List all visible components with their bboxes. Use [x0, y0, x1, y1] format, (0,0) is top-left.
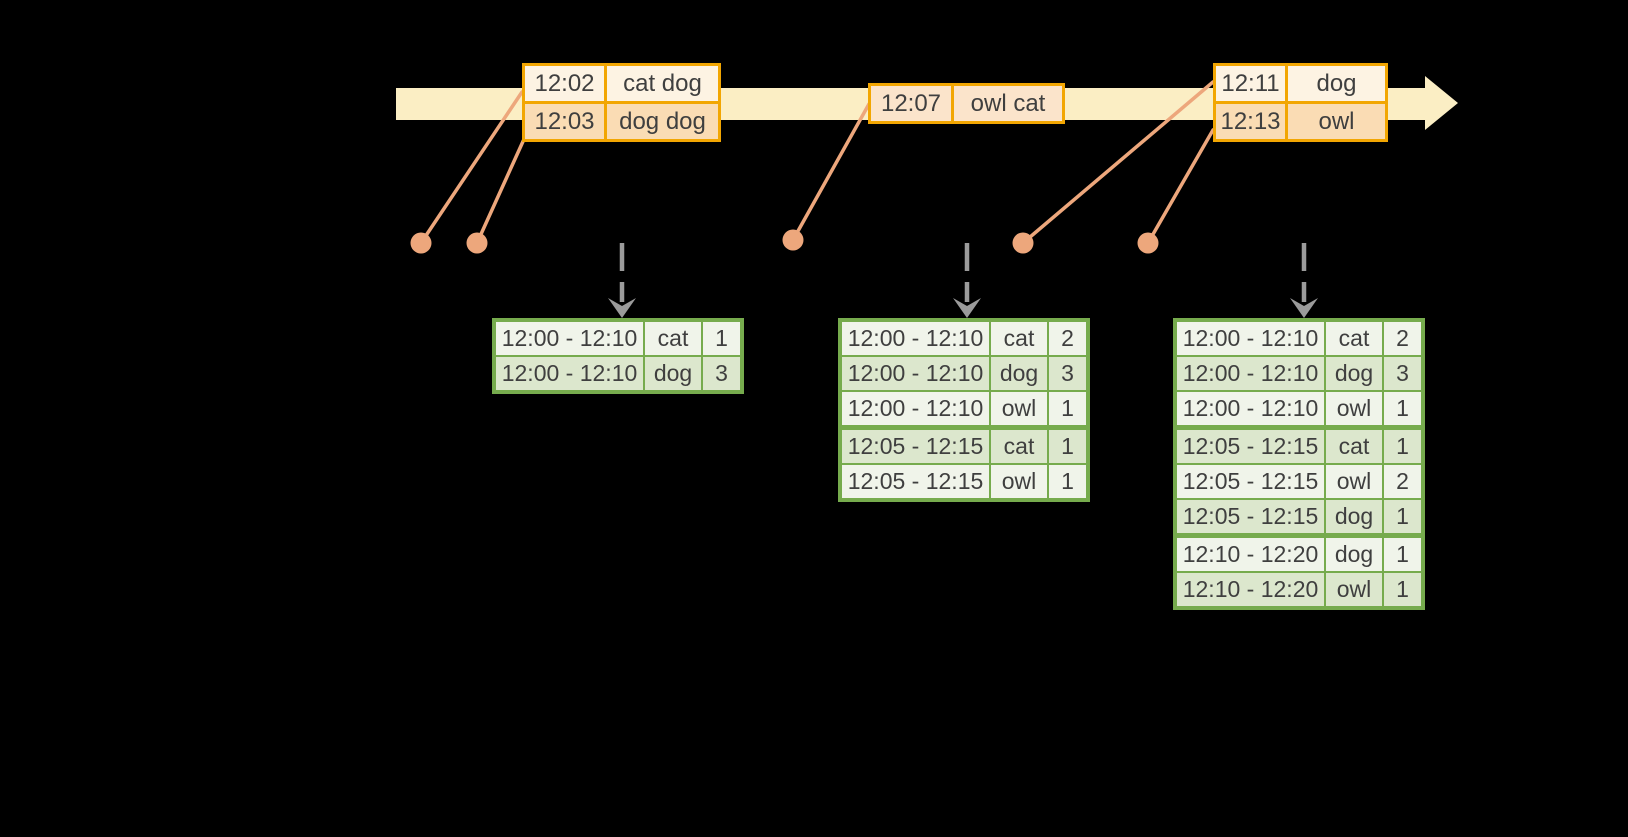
event-connector-line: [1021, 80, 1215, 245]
window-cell: 12:00 - 12:10: [1174, 355, 1326, 392]
time-cell: 12:02: [522, 63, 607, 104]
window-cell: 12:00 - 12:10: [493, 355, 645, 393]
event-connector-line: [419, 90, 524, 245]
word-cell: dog: [1324, 498, 1384, 537]
trigger-arrow-lines: [619, 243, 1307, 302]
word-cell: dog: [1324, 533, 1384, 573]
count-cell: 1: [1382, 390, 1424, 429]
word-cell: owl: [1324, 463, 1384, 500]
window-cell: 12:00 - 12:10: [839, 319, 991, 357]
words-cell: owl: [1285, 101, 1388, 142]
time-cell: 12:03: [522, 101, 607, 142]
event-dot-icon: [782, 229, 804, 251]
event-time-dots: [410, 229, 1159, 254]
down-arrow-icon: [608, 298, 636, 318]
count-cell: 2: [1382, 463, 1424, 500]
word-cell: owl: [989, 390, 1049, 429]
event-connector-line: [791, 102, 871, 242]
word-cell: owl: [1324, 390, 1384, 429]
count-cell: 3: [1047, 355, 1089, 392]
window-cell: 12:00 - 12:10: [1174, 319, 1326, 357]
window-cell: 12:05 - 12:15: [839, 425, 991, 465]
down-arrow-icon: [953, 298, 981, 318]
trigger-arrow-heads: [608, 298, 1318, 318]
window-cell: 12:00 - 12:10: [839, 355, 991, 392]
timeline-arrow-icon: [1425, 76, 1458, 130]
window-cell: 12:00 - 12:10: [1174, 390, 1326, 429]
window-cell: 12:05 - 12:15: [1174, 463, 1326, 500]
window-cell: 12:05 - 12:15: [839, 463, 991, 501]
count-cell: 1: [1382, 498, 1424, 537]
event-dot-icon: [410, 232, 432, 254]
window-cell: 12:00 - 12:10: [839, 390, 991, 429]
words-cell: owl cat: [951, 83, 1065, 124]
count-cell: 1: [1382, 571, 1424, 609]
time-cell: 12:07: [868, 83, 954, 124]
event-connector-line: [1146, 128, 1215, 245]
word-cell: cat: [989, 319, 1049, 357]
word-cell: dog: [1324, 355, 1384, 392]
event-connector-lines: [419, 80, 1215, 245]
event-dot-icon: [466, 232, 488, 254]
count-cell: 3: [1382, 355, 1424, 392]
word-cell: cat: [1324, 425, 1384, 465]
time-cell: 12:13: [1213, 101, 1288, 142]
window-cell: 12:10 - 12:20: [1174, 533, 1326, 573]
time-cell: 12:11: [1213, 63, 1288, 104]
count-cell: 2: [1047, 319, 1089, 357]
event-connector-line: [475, 135, 527, 245]
count-cell: 1: [1382, 533, 1424, 573]
word-cell: cat: [989, 425, 1049, 465]
word-cell: cat: [1324, 319, 1384, 357]
word-cell: owl: [989, 463, 1049, 501]
count-cell: 1: [1047, 425, 1089, 465]
count-cell: 1: [1047, 390, 1089, 429]
count-cell: 2: [1382, 319, 1424, 357]
count-cell: 1: [1382, 425, 1424, 465]
window-cell: 12:05 - 12:15: [1174, 498, 1326, 537]
event-dot-icon: [1012, 232, 1034, 254]
count-cell: 1: [701, 319, 743, 357]
word-cell: cat: [643, 319, 703, 357]
words-cell: cat dog: [604, 63, 721, 104]
words-cell: dog: [1285, 63, 1388, 104]
count-cell: 1: [1047, 463, 1089, 501]
words-cell: dog dog: [604, 101, 721, 142]
word-cell: dog: [989, 355, 1049, 392]
window-cell: 12:10 - 12:20: [1174, 571, 1326, 609]
down-arrow-icon: [1290, 298, 1318, 318]
word-cell: dog: [643, 355, 703, 393]
word-cell: owl: [1324, 571, 1384, 609]
window-cell: 12:05 - 12:15: [1174, 425, 1326, 465]
count-cell: 3: [701, 355, 743, 393]
window-cell: 12:00 - 12:10: [493, 319, 645, 357]
event-dot-icon: [1137, 232, 1159, 254]
